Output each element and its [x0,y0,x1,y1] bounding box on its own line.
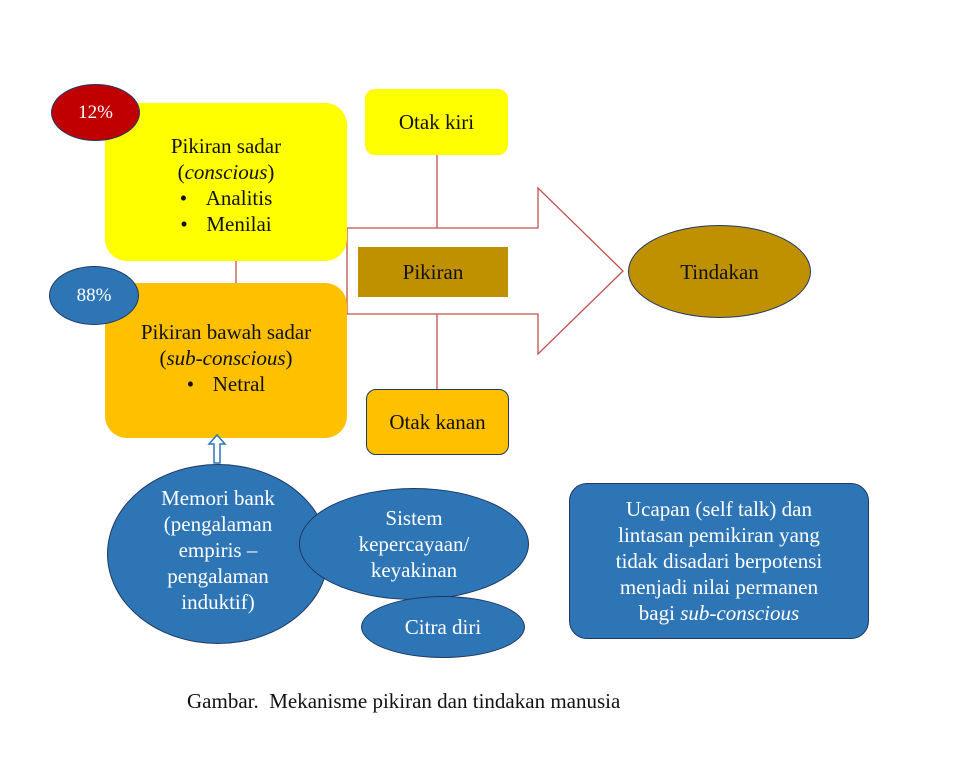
subconscious-subtitle: (sub-conscious) [159,345,293,370]
self-talk-note-box: Ucapan (self talk) dan lintasan pemikira… [569,483,869,639]
subconscious-percent-badge: 88% [49,266,139,325]
conscious-subtitle: (conscious) [177,160,275,184]
conscious-mind-box: Pikiran sadar (conscious) •Analitis •Men… [105,103,347,261]
right-brain-label: Otak kanan [389,410,486,434]
subconscious-mind-box: Pikiran bawah sadar (sub-conscious) •Net… [105,283,347,438]
mind-label: Pikiran [402,260,464,284]
memory-line-4: pengalaman [167,564,269,588]
subconscious-title: Pikiran bawah sadar [140,319,312,344]
action-label: Tindakan [680,259,759,284]
memory-line-1: Memori bank [161,486,275,510]
subconscious-percent: 88% [76,284,112,306]
conscious-bullet-2: •Menilai [180,212,272,236]
right-brain-box: Otak kanan [366,389,509,455]
conscious-subtitle-italic: conscious [184,160,268,184]
conscious-title: Pikiran sadar [170,134,282,158]
action-ellipse: Tindakan [628,225,811,318]
note-line-5-italic: sub-conscious [680,601,800,625]
belief-system-ellipse: Sistem kepercayaan/ keyakinan [299,488,529,600]
belief-line-1: Sistem [385,506,443,530]
conscious-percent-badge: 12% [51,84,140,141]
note-line-4: menjadi nilai permanen [619,575,819,599]
figure-caption: Gambar. Mekanisme pikiran dan tindakan m… [187,689,621,713]
note-line-2: lintasan pemikiran yang [618,523,820,547]
left-brain-box: Otak kiri [365,89,508,155]
left-brain-label: Otak kiri [398,110,475,134]
conscious-bullet-1-label: Analitis [205,186,273,210]
note-line-5: bagi sub-conscious [639,600,799,626]
memory-line-3: empiris – [178,538,258,562]
conscious-bullet-2-label: Menilai [206,212,272,236]
belief-line-3: keyakinan [370,558,458,582]
conscious-bullet-1: •Analitis [179,186,273,210]
subconscious-subtitle-italic: sub-conscious [166,345,286,370]
subconscious-bullet-1: •Netral [186,371,266,396]
subconscious-bullet-1-label: Netral [212,371,266,396]
up-arrow-icon [207,434,227,464]
self-image-label: Citra diri [404,615,482,639]
note-line-3: tidak disadari berpotensi [615,549,823,573]
memory-bank-ellipse: Memori bank (pengalaman empiris – pengal… [107,464,329,644]
memory-line-5: induktif) [181,590,255,614]
memory-line-2: (pengalaman [163,512,273,536]
self-image-ellipse: Citra diri [361,596,525,658]
note-line-1: Ucapan (self talk) dan [626,497,812,521]
note-line-5-prefix: bagi [638,601,681,625]
mind-box: Pikiran [358,247,508,297]
conscious-percent: 12% [78,101,113,123]
belief-line-2: kepercayaan/ [358,532,470,556]
